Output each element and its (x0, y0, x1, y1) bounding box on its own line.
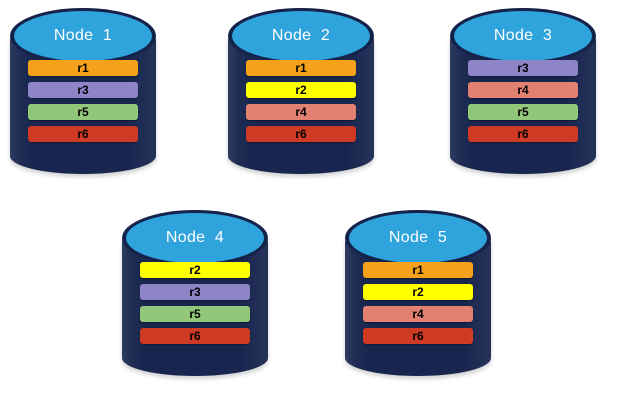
replica-bar-r4[interactable]: r4 (363, 306, 473, 322)
replica-bar-r6[interactable]: r6 (140, 328, 250, 344)
replica-bar-r3[interactable]: r3 (140, 284, 250, 300)
replica-bar-r6[interactable]: r6 (468, 126, 578, 142)
replica-bar-r6[interactable]: r6 (246, 126, 356, 142)
database-node-5[interactable]: Node 5 r1 r2 r4 r6 (345, 210, 491, 390)
cylinder-top-ellipse (232, 11, 370, 61)
replica-bar-r5[interactable]: r5 (140, 306, 250, 322)
replica-bar-r4[interactable]: r4 (468, 82, 578, 98)
node-label: Node 1 (53, 27, 113, 44)
replica-bar-r6[interactable]: r6 (363, 328, 473, 344)
replica-bar-r2[interactable]: r2 (363, 284, 473, 300)
replica-bar-r3[interactable]: r3 (468, 60, 578, 76)
database-node-3[interactable]: Node 3 r3 r4 r5 r6 (450, 8, 596, 188)
cylinder-top-ellipse (126, 213, 264, 263)
node-label: Node 2 (271, 27, 331, 44)
replica-bar-r1[interactable]: r1 (28, 60, 138, 76)
replica-bar-r5[interactable]: r5 (28, 104, 138, 120)
node-label: Node 4 (165, 229, 225, 246)
replica-bar-r1[interactable]: r1 (363, 262, 473, 278)
cylinder-top-ellipse (454, 11, 592, 61)
database-node-4[interactable]: Node 4 r2 r3 r5 r6 (122, 210, 268, 390)
replica-bar-r3[interactable]: r3 (28, 82, 138, 98)
replica-bar-r2[interactable]: r2 (246, 82, 356, 98)
replica-list: r1 r2 r4 r6 (228, 60, 374, 142)
replica-bar-r2[interactable]: r2 (140, 262, 250, 278)
replica-list: r1 r3 r5 r6 (10, 60, 156, 142)
replica-bar-r1[interactable]: r1 (246, 60, 356, 76)
replica-bar-r5[interactable]: r5 (468, 104, 578, 120)
replica-list: r1 r2 r4 r6 (345, 262, 491, 344)
node-label: Node 5 (388, 229, 448, 246)
database-node-1[interactable]: Node 1 r1 r3 r5 r6 (10, 8, 156, 188)
replica-bar-r4[interactable]: r4 (246, 104, 356, 120)
replica-list: r3 r4 r5 r6 (450, 60, 596, 142)
cylinder-top-ellipse (349, 213, 487, 263)
cylinder-top-ellipse (14, 11, 152, 61)
replica-list: r2 r3 r5 r6 (122, 262, 268, 344)
replica-bar-r6[interactable]: r6 (28, 126, 138, 142)
node-label: Node 3 (493, 27, 553, 44)
database-node-2[interactable]: Node 2 r1 r2 r4 r6 (228, 8, 374, 188)
